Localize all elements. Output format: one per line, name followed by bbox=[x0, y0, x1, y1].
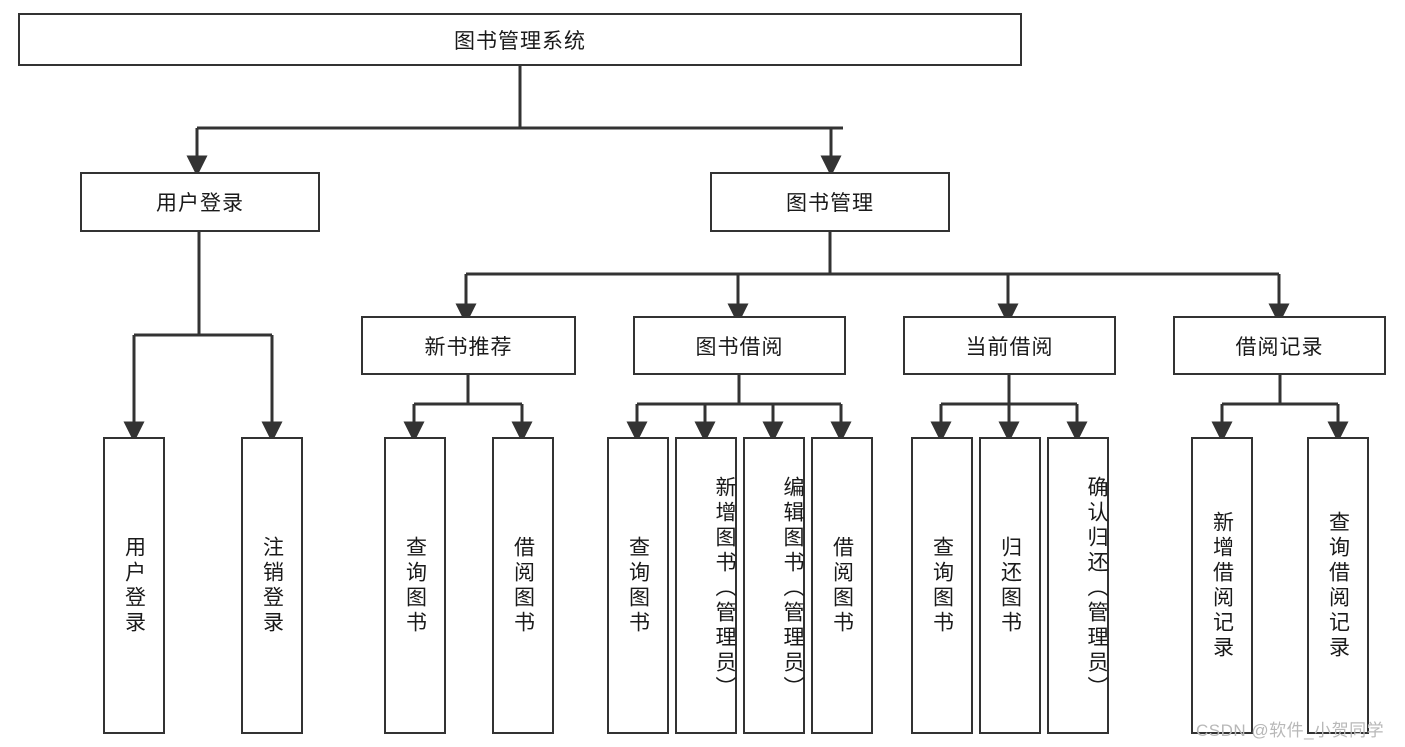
node-user-login[interactable]: 用户登录 bbox=[80, 172, 320, 232]
node-book-borrow[interactable]: 图书借阅 bbox=[633, 316, 846, 375]
leaf-return-book[interactable]: 归还图书 bbox=[979, 437, 1041, 734]
node-borrow-record[interactable]: 借阅记录 bbox=[1173, 316, 1386, 375]
node-book-manage[interactable]: 图书管理 bbox=[710, 172, 950, 232]
node-book-borrow-label: 图书借阅 bbox=[695, 335, 784, 359]
leaf-query-book-3[interactable]: 查询图书 bbox=[911, 437, 973, 734]
node-root[interactable]: 图书管理系统 bbox=[18, 13, 1022, 66]
leaf-user-logout-label: 注销登录 bbox=[260, 535, 284, 636]
leaf-borrow-book-2[interactable]: 借阅图书 bbox=[811, 437, 873, 734]
leaf-return-book-label: 归还图书 bbox=[998, 535, 1022, 636]
node-new-book-recommend-label: 新书推荐 bbox=[424, 335, 513, 359]
leaf-user-login[interactable]: 用户登录 bbox=[103, 437, 165, 734]
leaf-confirm-return[interactable]: 确认归还（管理员） bbox=[1047, 437, 1109, 734]
leaf-add-record[interactable]: 新增借阅记录 bbox=[1191, 437, 1253, 734]
node-borrow-record-label: 借阅记录 bbox=[1235, 335, 1324, 359]
node-new-book-recommend[interactable]: 新书推荐 bbox=[361, 316, 576, 375]
leaf-query-book-3-label: 查询图书 bbox=[930, 535, 954, 636]
leaf-add-book[interactable]: 新增图书（管理员） bbox=[675, 437, 737, 734]
node-book-manage-label: 图书管理 bbox=[786, 192, 874, 215]
leaf-borrow-book-1-label: 借阅图书 bbox=[511, 535, 535, 636]
node-current-borrow-label: 当前借阅 bbox=[965, 335, 1054, 359]
leaf-query-record[interactable]: 查询借阅记录 bbox=[1307, 437, 1369, 734]
node-root-label: 图书管理系统 bbox=[454, 29, 586, 53]
leaf-query-book-2-label: 查询图书 bbox=[626, 535, 650, 636]
leaf-query-book-1[interactable]: 查询图书 bbox=[384, 437, 446, 734]
leaf-borrow-book-2-label: 借阅图书 bbox=[830, 535, 854, 636]
node-user-login-label: 用户登录 bbox=[156, 192, 244, 215]
leaf-confirm-return-label: 确认归还（管理员） bbox=[1085, 476, 1108, 701]
leaf-query-record-label: 查询借阅记录 bbox=[1326, 510, 1350, 661]
leaf-add-book-label: 新增图书（管理员） bbox=[713, 476, 736, 701]
leaf-user-login-label: 用户登录 bbox=[122, 535, 146, 636]
leaf-borrow-book-1[interactable]: 借阅图书 bbox=[492, 437, 554, 734]
leaf-query-book-1-label: 查询图书 bbox=[403, 535, 427, 636]
leaf-add-record-label: 新增借阅记录 bbox=[1210, 510, 1234, 661]
leaf-edit-book-label: 编辑图书（管理员） bbox=[781, 476, 804, 701]
node-current-borrow[interactable]: 当前借阅 bbox=[903, 316, 1116, 375]
leaf-edit-book[interactable]: 编辑图书（管理员） bbox=[743, 437, 805, 734]
leaf-query-book-2[interactable]: 查询图书 bbox=[607, 437, 669, 734]
leaf-user-logout[interactable]: 注销登录 bbox=[241, 437, 303, 734]
watermark-text: CSDN @软件_小贺同学 bbox=[1196, 721, 1385, 740]
